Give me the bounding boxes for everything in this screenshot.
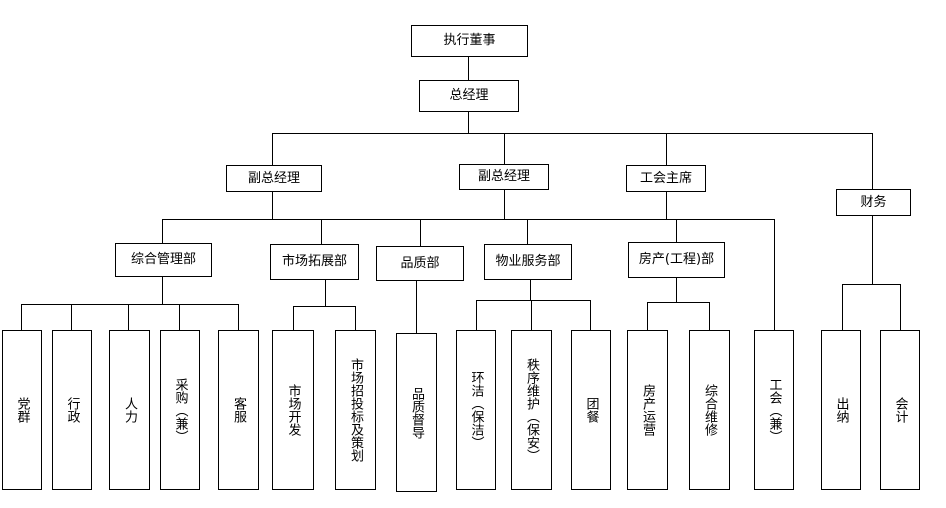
connector — [842, 284, 843, 330]
connector — [238, 304, 239, 330]
connector — [676, 219, 677, 242]
connector — [527, 219, 528, 244]
node-catering: 团餐 — [571, 330, 611, 490]
node-label: 采购（兼） — [172, 377, 188, 443]
connector — [647, 302, 648, 330]
node-label: 房产(工程)部 — [638, 252, 715, 267]
node-label: 综合管理部 — [130, 252, 196, 267]
node-cleaning: 环洁（保洁） — [456, 330, 496, 490]
node-maintenance: 综合维修 — [689, 330, 730, 490]
node-label: 总经理 — [449, 88, 489, 103]
node-label: 副总经理 — [247, 170, 300, 186]
node-quality-dept: 品质部 — [376, 246, 464, 281]
connector — [842, 284, 900, 285]
node-union-chair: 工会主席 — [626, 165, 706, 192]
connector — [709, 302, 710, 330]
connector — [476, 300, 590, 301]
connector — [647, 302, 709, 303]
node-label: 物业服务部 — [495, 254, 561, 269]
node-tender-planning: 市场招投标及策划 — [335, 330, 376, 490]
connector — [179, 304, 180, 330]
connector — [21, 304, 238, 305]
connector — [504, 133, 505, 164]
node-deputy-gm-left: 副总经理 — [226, 165, 322, 192]
connector — [666, 133, 667, 165]
node-market-dev-dept: 市场拓展部 — [270, 244, 359, 280]
node-deputy-gm-mid: 副总经理 — [459, 164, 549, 190]
node-union: 工会（兼） — [754, 330, 794, 490]
node-label: 品质督导 — [409, 386, 424, 439]
connector — [325, 280, 326, 306]
connector — [321, 219, 322, 244]
connector — [21, 304, 22, 330]
node-label: 市场开发 — [285, 384, 301, 436]
connector — [71, 304, 72, 330]
connector — [531, 300, 532, 330]
node-general-manager: 总经理 — [419, 80, 519, 112]
connector — [872, 133, 873, 189]
node-label: 房产运营 — [640, 384, 655, 436]
node-label: 副总经理 — [477, 169, 530, 184]
node-label: 综合维修 — [702, 384, 717, 436]
connector — [468, 112, 469, 133]
node-purchasing: 采购（兼） — [160, 330, 200, 490]
node-label: 执行董事 — [443, 33, 496, 48]
connector — [420, 219, 421, 246]
node-label: 品质部 — [400, 255, 440, 271]
node-label: 工会主席 — [639, 170, 692, 186]
connector — [504, 190, 505, 219]
connector — [128, 304, 129, 330]
connector — [162, 219, 163, 243]
node-administration: 行政 — [52, 330, 92, 490]
node-hr: 人力 — [109, 330, 150, 490]
connector — [590, 300, 591, 330]
connector — [900, 284, 901, 330]
node-label: 工会（兼） — [766, 377, 782, 443]
node-executive-director: 执行董事 — [411, 25, 528, 57]
node-label: 财务 — [860, 194, 887, 210]
node-label: 团餐 — [583, 397, 599, 423]
connector — [162, 277, 163, 304]
node-finance: 财务 — [836, 189, 911, 216]
connector — [272, 133, 273, 165]
node-label: 市场拓展部 — [281, 254, 347, 269]
node-accounting: 会计 — [880, 330, 920, 490]
node-label: 市场招投标及策划 — [348, 358, 363, 462]
node-label: 秩序维护（保安） — [524, 358, 539, 462]
node-label: 客服 — [231, 397, 246, 423]
node-label: 行政 — [64, 397, 80, 423]
connector — [272, 192, 273, 219]
node-party-mass: 党群 — [2, 330, 42, 490]
node-label: 党群 — [14, 397, 30, 423]
node-security: 秩序维护（保安） — [511, 330, 552, 490]
connector — [774, 219, 775, 330]
node-general-admin-dept: 综合管理部 — [115, 243, 212, 277]
node-label: 出纳 — [833, 397, 849, 423]
node-quality-supervision: 品质督导 — [396, 333, 437, 492]
connector — [476, 300, 477, 330]
node-label: 人力 — [122, 397, 137, 423]
connector — [272, 133, 872, 134]
node-label: 环洁（保洁） — [468, 371, 484, 449]
node-cashier: 出纳 — [821, 330, 861, 490]
node-market-development: 市场开发 — [272, 330, 314, 490]
node-label: 会计 — [892, 397, 908, 423]
connector — [293, 306, 355, 307]
connector — [666, 192, 667, 219]
connector — [293, 306, 294, 330]
connector — [872, 216, 873, 284]
node-property-ops: 房产运营 — [627, 330, 668, 490]
connector — [162, 219, 774, 220]
node-property-service-dept: 物业服务部 — [484, 244, 572, 280]
connector — [355, 306, 356, 330]
connector — [676, 278, 677, 302]
connector — [468, 56, 469, 80]
connector — [416, 281, 417, 333]
node-customer-service: 客服 — [218, 330, 259, 490]
node-real-estate-dept: 房产(工程)部 — [628, 242, 725, 278]
connector — [530, 280, 531, 300]
